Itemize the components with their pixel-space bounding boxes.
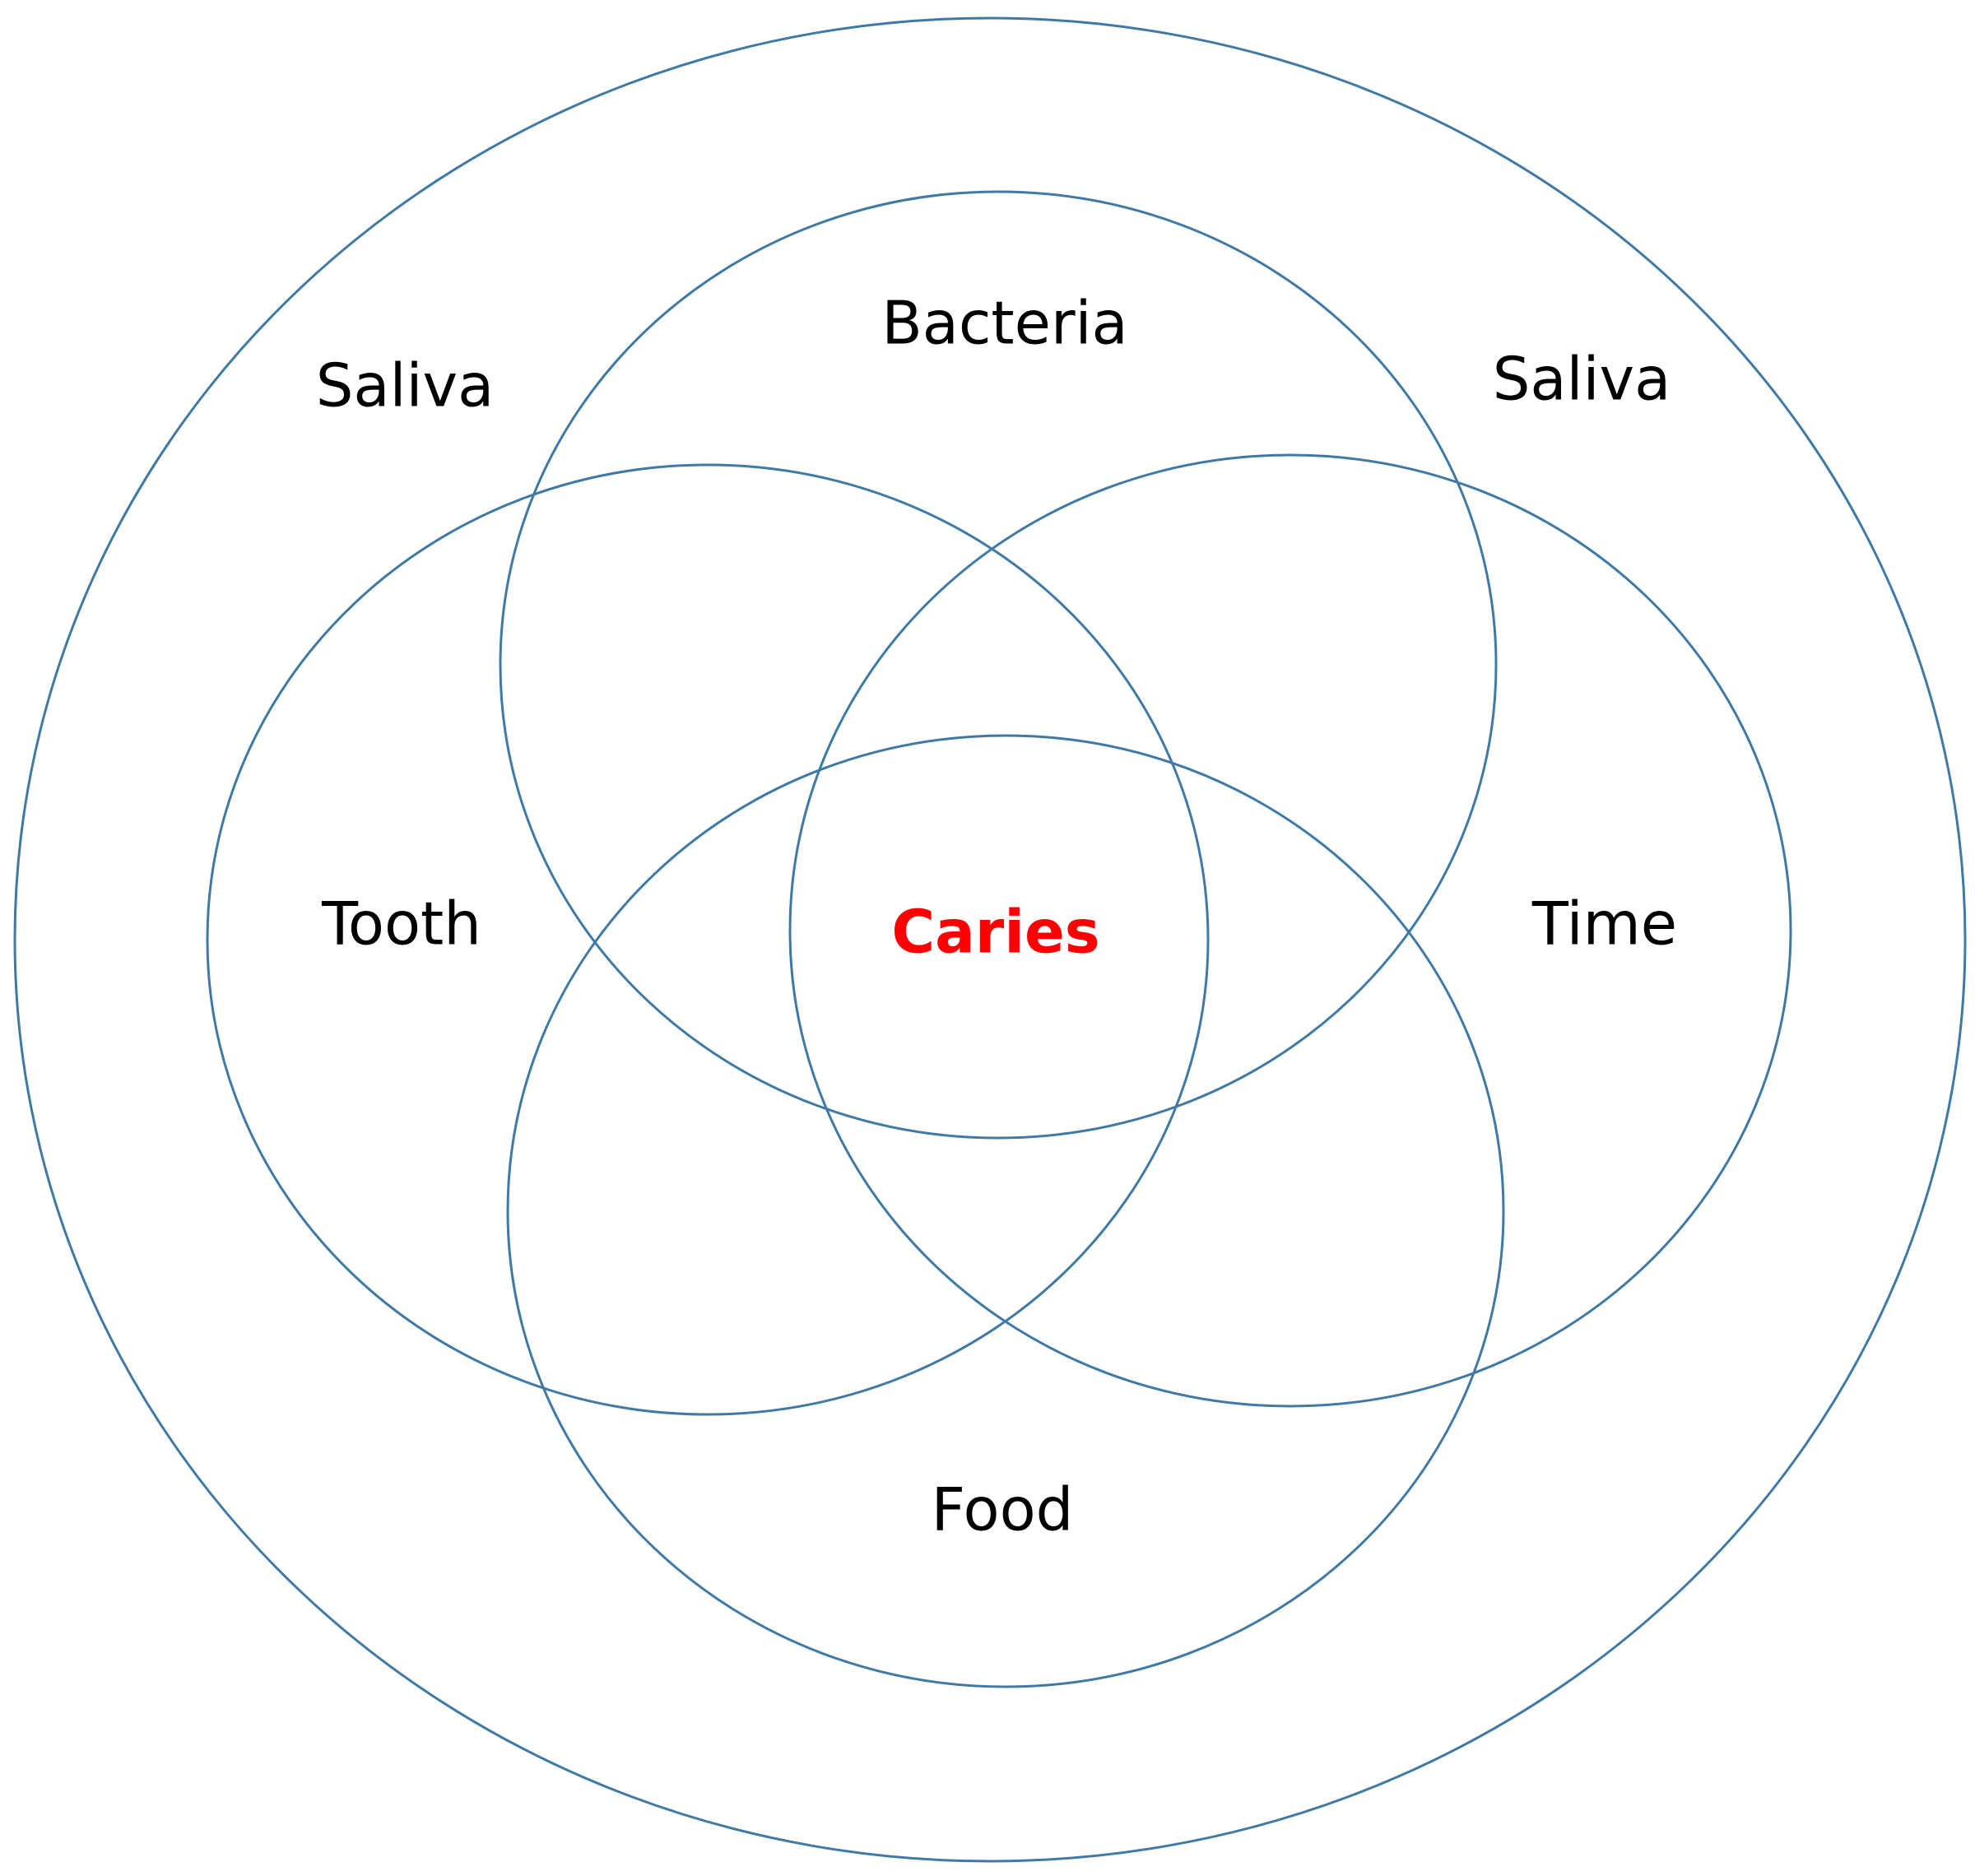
saliva-outer-circle: [13, 16, 1967, 1863]
tooth-circle: [206, 463, 1210, 1416]
time-label: Time: [1531, 889, 1677, 959]
tooth-label: Tooth: [321, 889, 481, 959]
saliva-label-right: Saliva: [1493, 345, 1671, 414]
caries-center-label: Caries: [891, 898, 1099, 967]
food-label: Food: [932, 1475, 1074, 1544]
food-circle: [506, 734, 1505, 1688]
bacteria-circle: [499, 190, 1498, 1140]
saliva-label-left: Saliva: [316, 351, 495, 420]
bacteria-label: Bacteria: [881, 289, 1127, 358]
time-circle: [788, 453, 1792, 1408]
